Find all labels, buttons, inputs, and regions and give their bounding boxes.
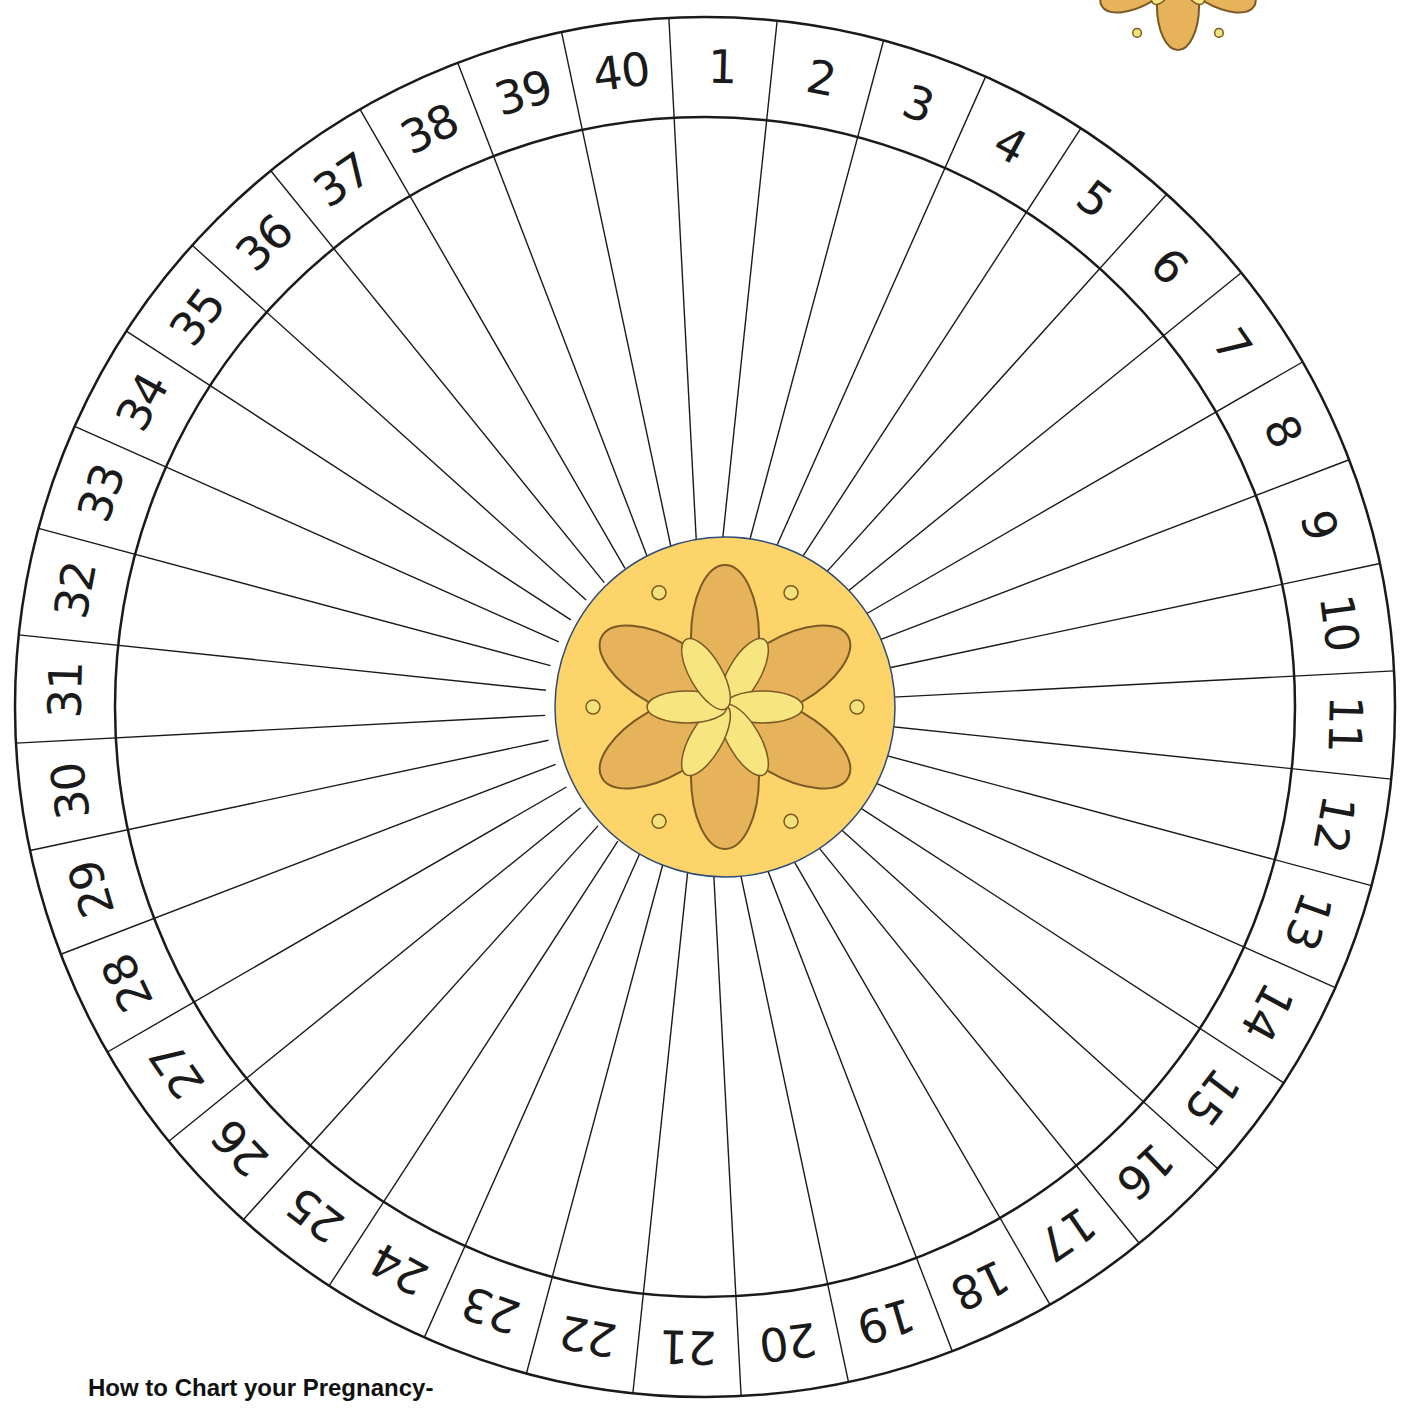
flower-dot — [784, 586, 798, 600]
week-number: 12 — [1307, 792, 1363, 856]
spoke — [785, 846, 1050, 1305]
week-number: 36 — [228, 207, 301, 279]
spoke — [839, 794, 1283, 1083]
week-number: 25 — [279, 1179, 352, 1250]
week-number: 30 — [44, 759, 97, 821]
flower-dot — [652, 814, 666, 828]
petal — [1091, 0, 1189, 24]
center-disc — [555, 537, 895, 877]
spoke — [126, 331, 570, 620]
spoke — [16, 715, 545, 743]
spoke — [360, 109, 625, 568]
week-number: 40 — [590, 46, 652, 99]
week-number: 31 — [41, 661, 88, 719]
spoke — [39, 528, 551, 665]
week-number: 7 — [1205, 320, 1259, 369]
week-number: 5 — [1069, 172, 1119, 226]
spoke — [243, 826, 598, 1220]
week-number: 16 — [1109, 1135, 1182, 1207]
week-number: 32 — [48, 558, 104, 622]
chart-title: How to Chart your Pregnancy- — [88, 1374, 433, 1402]
week-number: 9 — [1293, 505, 1345, 545]
spoke — [770, 77, 986, 561]
flower-dot — [1133, 29, 1142, 38]
spoke — [192, 245, 586, 600]
petal — [1157, 0, 1199, 50]
flower-dot — [784, 814, 798, 828]
week-number: 14 — [1234, 977, 1301, 1049]
week-number: 21 — [659, 1323, 717, 1370]
spoke — [669, 18, 697, 547]
flower-dot — [586, 700, 600, 714]
spoke — [824, 814, 1218, 1169]
inner-ring — [115, 117, 1295, 1297]
week-number: 27 — [143, 1033, 213, 1106]
spoke — [812, 194, 1167, 588]
week-number: 17 — [1031, 1199, 1104, 1269]
week-number: 18 — [945, 1252, 1016, 1318]
week-number: 22 — [556, 1309, 620, 1365]
week-number: 1 — [707, 44, 736, 91]
week-number: 23 — [457, 1279, 526, 1341]
outer-ring — [15, 17, 1395, 1397]
spoke — [271, 171, 605, 583]
week-number: 28 — [94, 947, 160, 1018]
spoke — [762, 856, 952, 1351]
spoke — [458, 63, 648, 558]
spoke — [75, 426, 559, 642]
inner-petal — [672, 631, 740, 716]
inner-petal — [1145, 0, 1187, 9]
spoke — [61, 764, 556, 954]
spoke — [107, 787, 566, 1052]
spoke — [860, 748, 1372, 885]
week-number: 4 — [987, 118, 1034, 172]
week-number: 3 — [898, 77, 940, 130]
spoke — [424, 853, 640, 1337]
center-flower — [585, 565, 865, 849]
week-number: 15 — [1177, 1060, 1248, 1133]
week-number: 33 — [71, 459, 133, 528]
spoke — [30, 740, 548, 850]
week-number: 34 — [109, 366, 176, 438]
week-number: 38 — [394, 96, 465, 162]
spoke — [829, 273, 1241, 607]
spoke — [746, 41, 883, 553]
spoke — [865, 671, 1394, 699]
spoke — [806, 831, 1140, 1243]
spoke — [738, 864, 848, 1382]
week-number: 8 — [1256, 409, 1310, 454]
spoke — [562, 32, 672, 550]
spoke — [329, 841, 618, 1285]
spoke — [526, 862, 663, 1374]
week-number: 19 — [853, 1291, 920, 1351]
corner-flower — [1091, 0, 1265, 50]
flower-dot — [850, 700, 864, 714]
spokes — [16, 18, 1394, 1396]
inner-petal — [1169, 0, 1211, 9]
week-number: 11 — [1321, 695, 1368, 753]
week-number: 39 — [490, 63, 557, 123]
flower-dot — [1215, 29, 1224, 38]
spoke — [854, 460, 1349, 650]
week-number: 24 — [364, 1236, 436, 1303]
week-number: 37 — [306, 145, 379, 215]
week-number: 26 — [205, 1111, 277, 1184]
spoke — [792, 128, 1081, 572]
spoke — [844, 362, 1303, 627]
week-number: 6 — [1143, 240, 1196, 292]
spoke — [169, 808, 581, 1142]
spoke — [862, 564, 1380, 674]
flower-dot — [652, 586, 666, 600]
spoke — [851, 772, 1335, 988]
spoke — [713, 867, 741, 1396]
week-number: 13 — [1277, 886, 1339, 955]
week-number: 35 — [162, 281, 233, 354]
week-number: 29 — [61, 855, 121, 922]
week-number: 10 — [1313, 592, 1366, 654]
week-number: 20 — [757, 1315, 819, 1368]
week-number: 2 — [804, 53, 840, 103]
